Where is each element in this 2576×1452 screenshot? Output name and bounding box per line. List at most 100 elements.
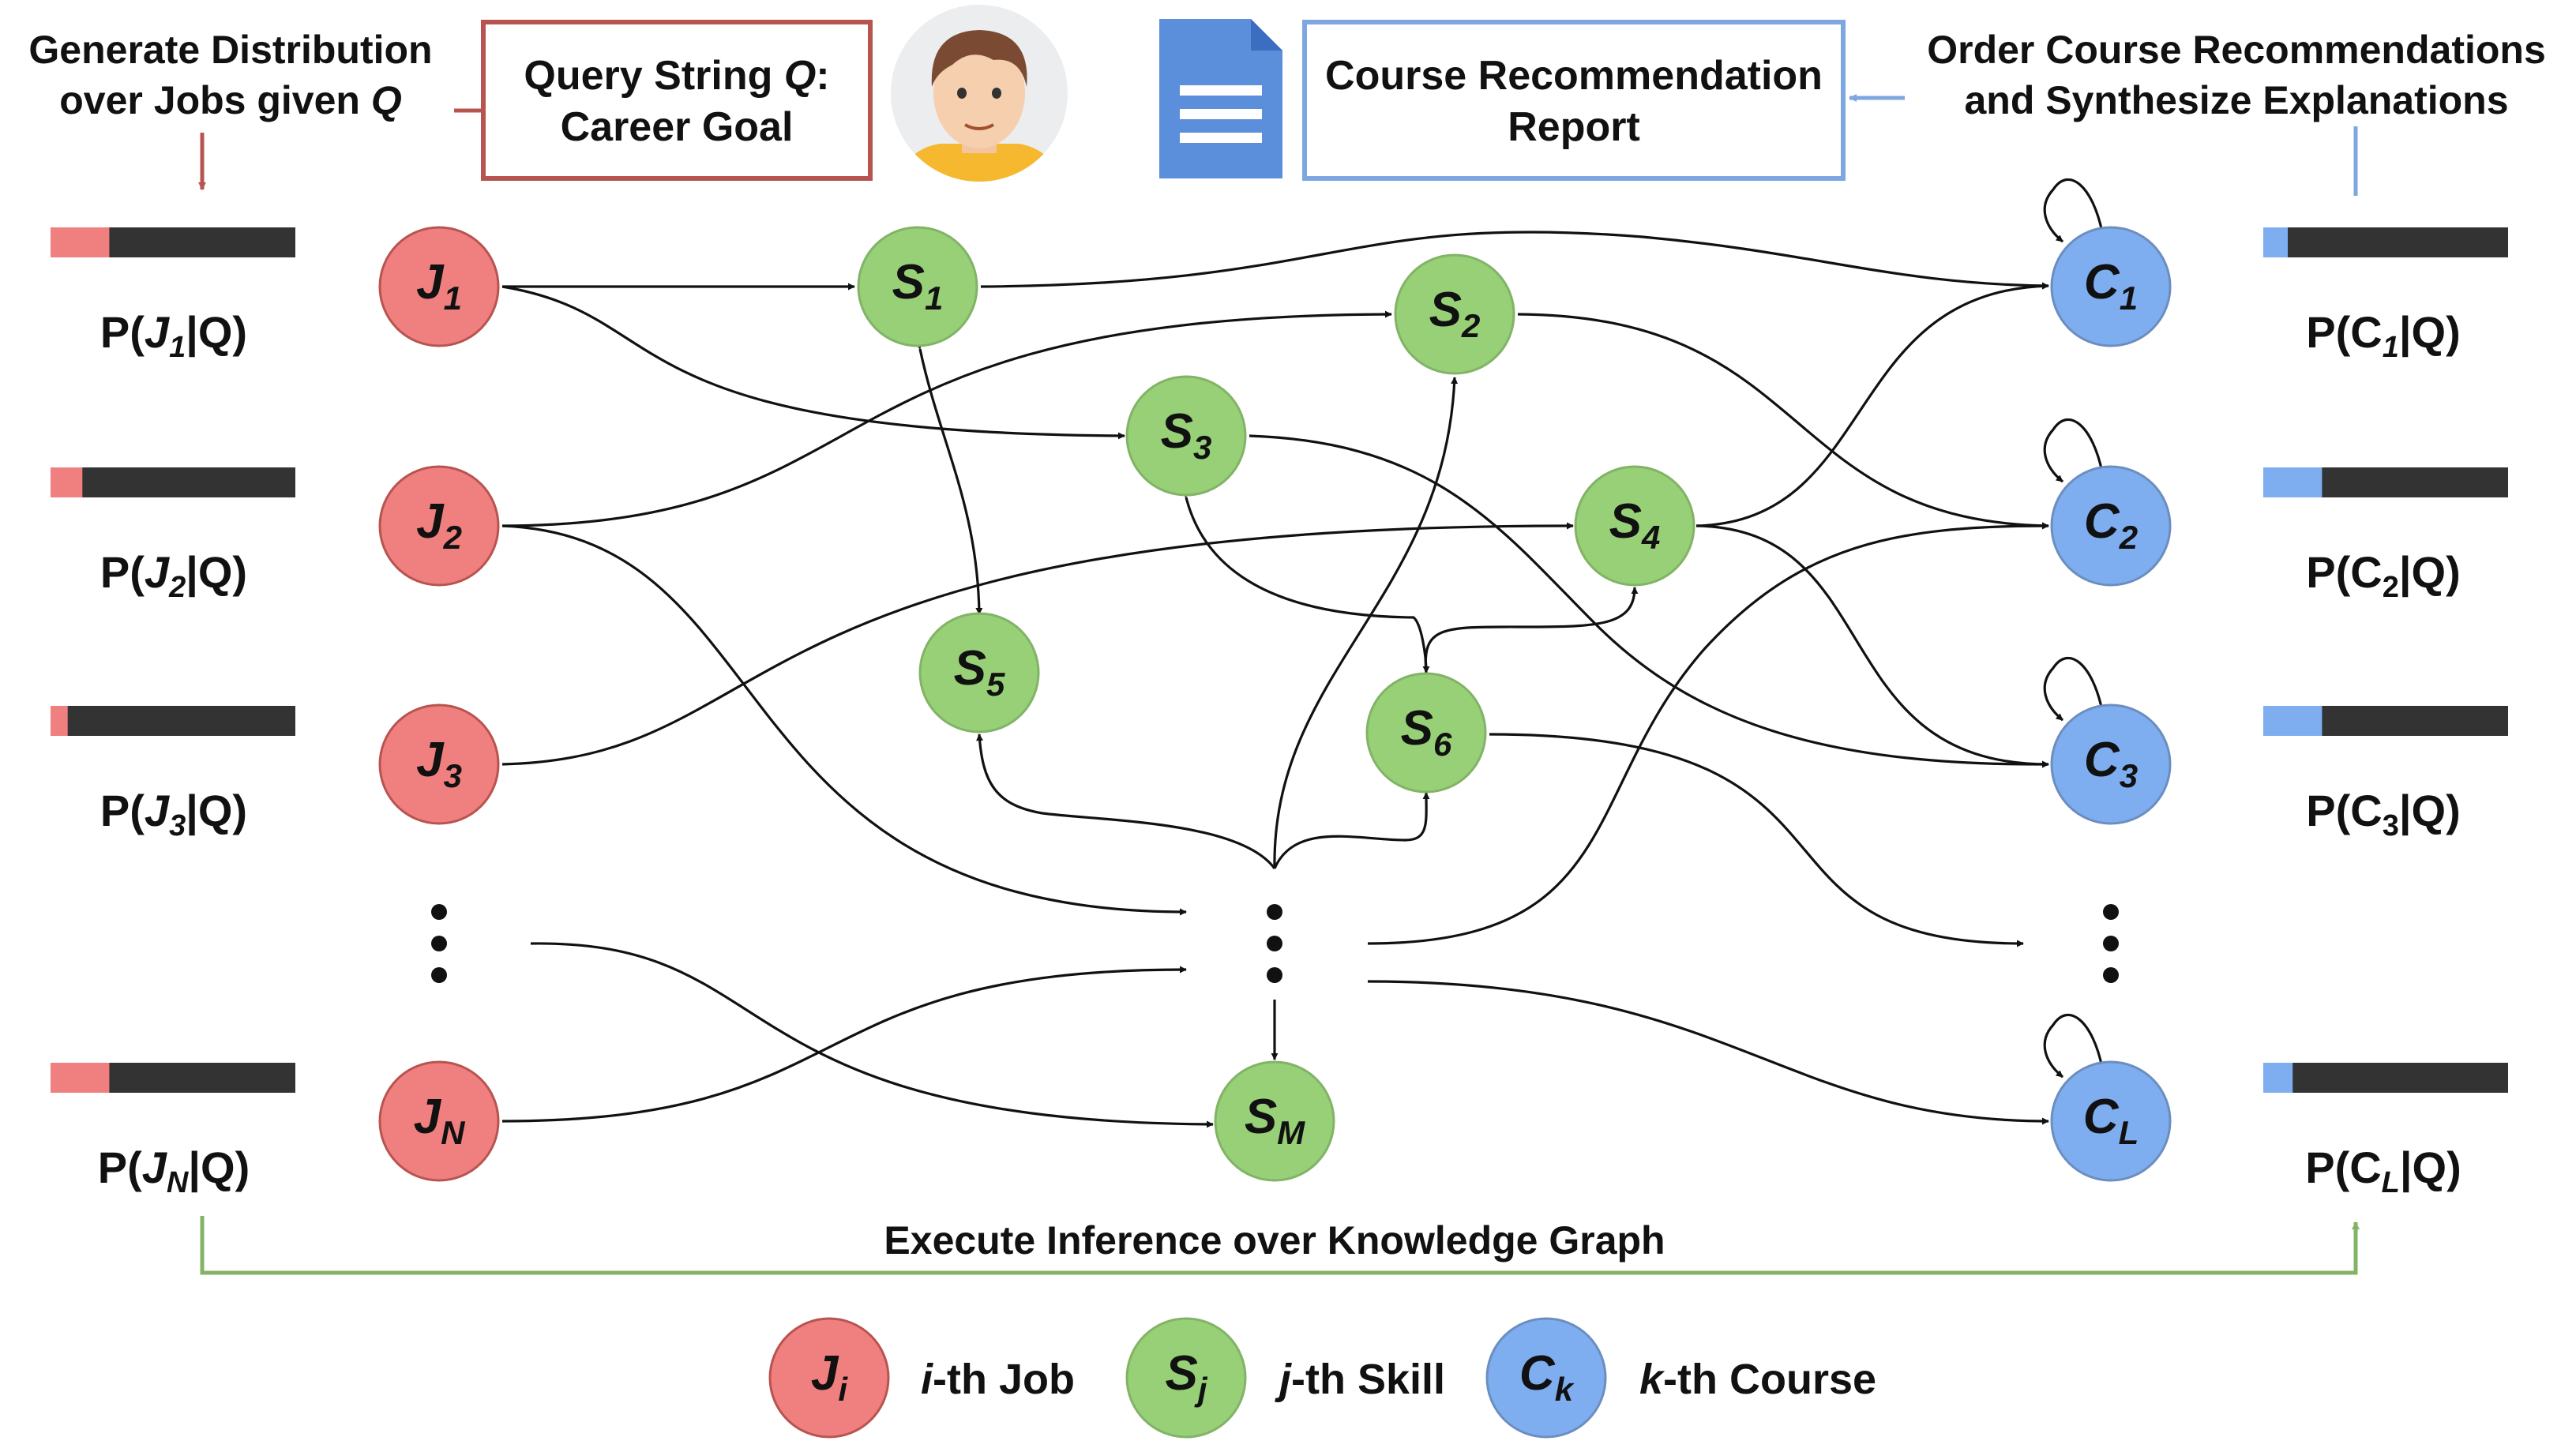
svg-text:Ji: Ji	[811, 1346, 848, 1408]
user-avatar-icon	[891, 5, 1068, 182]
document-icon	[1159, 19, 1282, 178]
skill-node-6: S6	[1365, 672, 1487, 794]
edge-s6-cdots	[1489, 733, 2024, 947]
edge-c1-self	[2043, 178, 2104, 243]
svg-text:Ck: Ck	[1519, 1346, 1575, 1408]
legend-skill: Sj j-th Skill	[1125, 1317, 1445, 1439]
svg-text:Query String Q:: Query String Q:	[524, 53, 829, 99]
job-prob-label-n: P(JN|Q)	[98, 1142, 250, 1199]
svg-text:S2: S2	[1429, 283, 1481, 344]
skill-node-4: S4	[1574, 465, 1695, 587]
svg-text:k-th Course: k-th Course	[1639, 1356, 1876, 1403]
job-node-1: J1	[378, 226, 500, 347]
job-prob-bar-fill-1	[51, 227, 110, 257]
job-node-3: J3	[378, 703, 500, 825]
job-prob-label-1: P(J1|Q)	[100, 307, 247, 364]
job-probability-bars	[51, 227, 295, 1093]
svg-text:P(C3|Q): P(C3|Q)	[2306, 786, 2460, 842]
course-node-l: CL	[2050, 1060, 2172, 1182]
job-node-2: J2	[378, 465, 500, 587]
svg-text:and Synthesize Explanations: and Synthesize Explanations	[1964, 78, 2508, 122]
job-prob-bar-track-3	[51, 706, 295, 736]
svg-text:P(J3|Q): P(J3|Q)	[100, 786, 247, 842]
course-prob-bar-track-4	[2263, 1063, 2508, 1093]
execute-inference-label: Execute Inference over Knowledge Graph	[884, 1218, 1665, 1263]
query-string-box: Query String Q: Career Goal	[481, 20, 873, 181]
job-prob-bar-track-2	[51, 467, 295, 497]
course-probability-bars	[2263, 227, 2508, 1093]
course-prob-bar-fill-2	[2263, 467, 2323, 497]
edge-s6-s4	[1424, 587, 1639, 673]
svg-text:S5: S5	[954, 641, 1005, 703]
job-prob-label-3: P(J3|Q)	[100, 786, 247, 842]
job-prob-bar-fill-4	[51, 1063, 110, 1093]
course-node-1: C1	[2050, 226, 2172, 347]
edge-c2-self	[2043, 418, 2104, 483]
edge-j1-s3	[501, 285, 1125, 440]
skill-node-2: S2	[1394, 253, 1515, 375]
course-recommendation-report-box: Course Recommendation Report	[1302, 20, 1846, 181]
svg-text:J3: J3	[416, 733, 462, 794]
edge-c3-self	[2043, 657, 2104, 722]
svg-text:C1: C1	[2084, 255, 2138, 317]
edge-j2-dots	[501, 524, 1187, 916]
course-prob-bar-track-1	[2263, 227, 2508, 257]
svg-text:Generate Distribution: Generate Distribution	[28, 28, 432, 72]
edge-s1-c1	[980, 231, 2049, 290]
course-prob-bar-fill-4	[2263, 1063, 2293, 1093]
job-ellipsis	[431, 904, 447, 983]
svg-text:S6: S6	[1401, 701, 1452, 763]
legend-job: Ji i-th Job	[768, 1317, 1075, 1439]
skill-node-m: SM	[1214, 1060, 1335, 1182]
order-recommendations-label: Order Course Recommendations and Synthes…	[1927, 28, 2546, 122]
svg-text:J2: J2	[416, 494, 462, 556]
course-prob-label-l: P(CL|Q)	[2305, 1142, 2461, 1199]
course-prob-label-2: P(C2|Q)	[2306, 547, 2460, 604]
svg-text:P(J2|Q): P(J2|Q)	[100, 547, 247, 604]
edge-jn-dots	[501, 966, 1187, 1123]
svg-text:Career Goal: Career Goal	[561, 104, 794, 150]
edge-jdots-sm	[530, 942, 1214, 1128]
svg-text:P(CL|Q): P(CL|Q)	[2305, 1142, 2461, 1199]
graph-edges	[501, 178, 2104, 1128]
svg-text:P(J1|Q): P(J1|Q)	[100, 307, 247, 364]
execute-inference-arrow	[200, 1216, 2360, 1275]
execute-label-bg	[861, 1216, 1690, 1263]
job-node-n: JN	[378, 1060, 500, 1182]
svg-text:JN: JN	[414, 1090, 466, 1151]
job-prob-bar-fill-2	[51, 467, 83, 497]
edge-s4-c3	[1695, 524, 2049, 768]
svg-text:SM: SM	[1245, 1090, 1305, 1151]
svg-text:C2: C2	[2084, 494, 2138, 556]
svg-text:j-th Skill: j-th Skill	[1275, 1356, 1445, 1403]
svg-text:S1: S1	[892, 255, 944, 317]
svg-text:P(C1|Q): P(C1|Q)	[2306, 307, 2460, 364]
course-prob-label-1: P(C1|Q)	[2306, 307, 2460, 364]
svg-text:Course Recommendation: Course Recommendation	[1325, 53, 1823, 99]
edge-s2-c2	[1517, 313, 2049, 530]
course-prob-bar-fill-3	[2263, 706, 2323, 736]
svg-text:over Jobs given Q: over Jobs given Q	[59, 78, 402, 122]
legend-course: Ck k-th Course	[1485, 1317, 1876, 1439]
svg-text:S3: S3	[1161, 404, 1212, 466]
edge-s3-c3	[1249, 434, 2049, 768]
edge-sdots-c2	[1367, 522, 2049, 945]
course-prob-label-3: P(C3|Q)	[2306, 786, 2460, 842]
edge-s3-s6	[1181, 490, 1430, 673]
course-node-2: C2	[2050, 465, 2172, 587]
legend: Ji i-th Job Sj j-th Skill Ck k-th Course	[768, 1317, 1876, 1439]
generate-distribution-label: Generate Distribution over Jobs given Q	[28, 28, 432, 122]
skill-node-1: S1	[857, 226, 978, 347]
svg-text:CL: CL	[2083, 1090, 2139, 1151]
svg-text:Sj: Sj	[1165, 1346, 1207, 1408]
svg-text:P(C2|Q): P(C2|Q)	[2306, 547, 2460, 604]
svg-text:J1: J1	[416, 255, 462, 317]
svg-text:Report: Report	[1508, 104, 1640, 150]
course-ellipsis	[2103, 904, 2119, 983]
edge-s4-c1	[1695, 282, 2049, 527]
edge-dots-s6	[1273, 792, 1430, 869]
svg-text:S4: S4	[1609, 494, 1661, 556]
job-prob-label-2: P(J2|Q)	[100, 547, 247, 604]
edge-cl-self	[2043, 1014, 2104, 1079]
